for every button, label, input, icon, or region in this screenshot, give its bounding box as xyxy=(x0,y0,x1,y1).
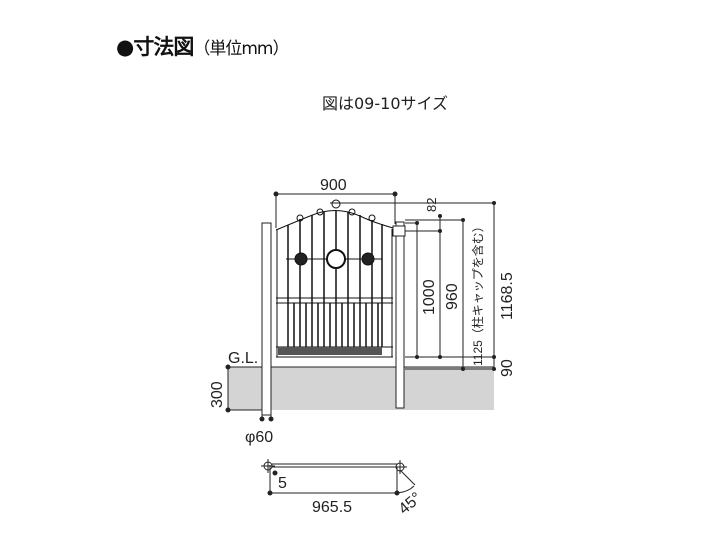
size-caption: 図は09-10サイズ xyxy=(322,94,449,113)
post-diameter-label: φ60 xyxy=(245,429,273,446)
bottom-gap-label: 90 xyxy=(499,359,516,377)
top-offset-label: 82 xyxy=(424,198,439,212)
panel-height-label: 960 xyxy=(444,283,461,310)
swing-angle-label: 45° xyxy=(396,489,425,518)
dimension-width: 900 xyxy=(273,177,398,228)
ground-area xyxy=(228,367,494,410)
post-cap xyxy=(392,225,406,237)
right-post xyxy=(395,221,405,409)
left-post xyxy=(261,222,272,416)
ground-level-label: G.L. xyxy=(228,350,258,367)
embed-depth-label: 300 xyxy=(209,381,226,408)
title-unit: （単位mm） xyxy=(193,39,289,59)
gate-panel xyxy=(275,199,394,358)
page-title: ●寸法図（単位mm） xyxy=(116,31,289,61)
title-main: ●寸法図 xyxy=(116,35,194,59)
width-label: 900 xyxy=(320,177,347,194)
plan-offset-label: 5 xyxy=(278,475,287,492)
gate-height-label: 1000 xyxy=(421,279,438,315)
plan-view: 5 965.5 45° xyxy=(261,459,425,518)
total-height-label: 1168.5 xyxy=(499,272,516,320)
post-height-label: 1125（柱キャップを含む） xyxy=(470,220,485,366)
dimension-embed: G.L. 300 φ60 xyxy=(209,350,274,446)
dimension-verticals: 82 1000 960 1125（柱キャップを含む） 1168.5 90 xyxy=(330,198,516,377)
plan-width-label: 965.5 xyxy=(312,499,352,516)
